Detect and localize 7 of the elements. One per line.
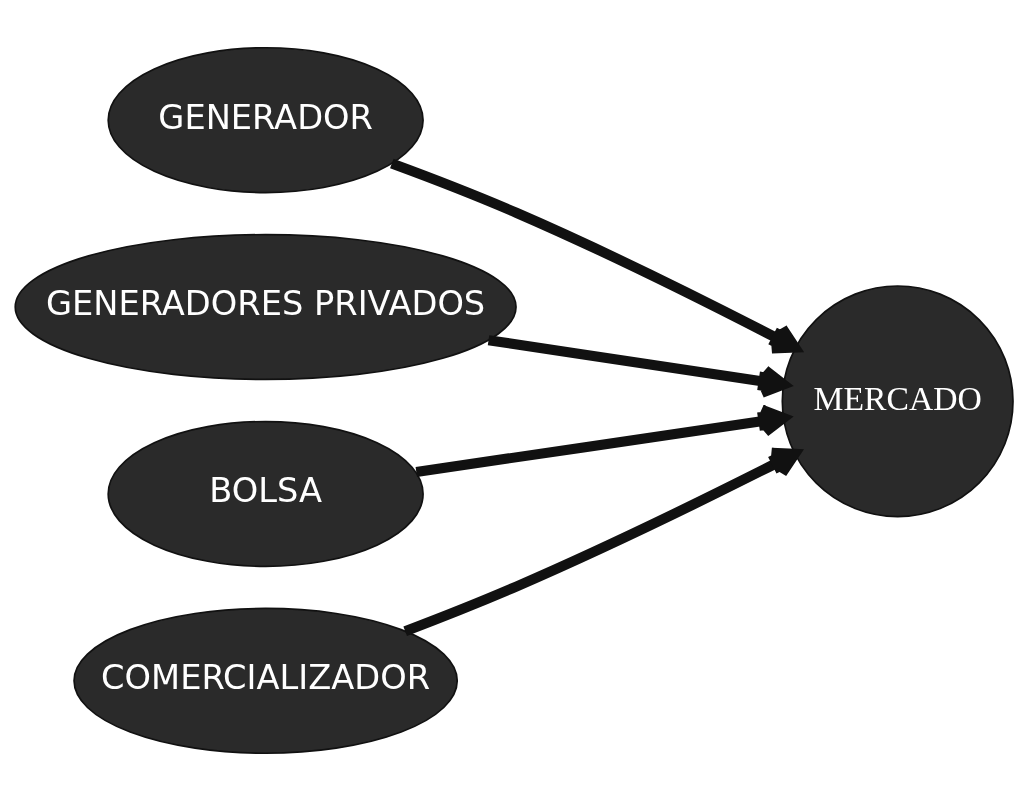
node-ellipse: BOLSA	[107, 420, 424, 567]
arrow	[403, 447, 801, 636]
node-ellipse: GENERADOR	[107, 46, 424, 193]
node-ellipse: GENERADORES PRIVADOS	[14, 233, 517, 380]
node-circle: MERCADO	[781, 284, 1014, 518]
arrow	[390, 158, 801, 353]
node-ellipse: COMERCIALIZADOR	[73, 607, 459, 754]
